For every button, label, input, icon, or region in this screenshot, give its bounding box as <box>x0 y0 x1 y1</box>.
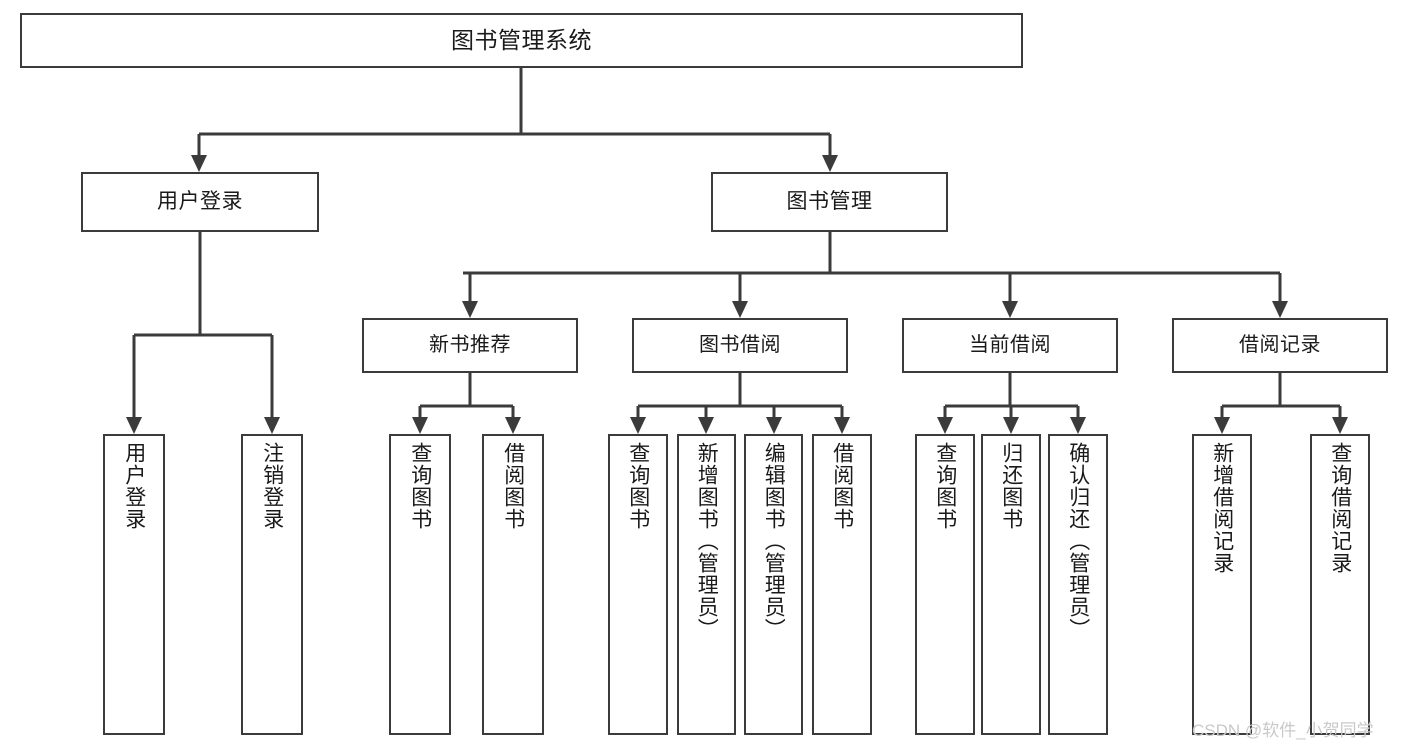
node-bookmgmt: 图书管理 <box>711 172 948 232</box>
node-label: 查询图书 <box>933 442 957 530</box>
arrow-to-bookmgmt <box>822 155 838 172</box>
node-leaf-return-book: 归还图书 <box>981 434 1041 735</box>
node-label: 图书管理 <box>786 189 873 213</box>
node-label: 查询借阅记录 <box>1328 442 1352 574</box>
arrow-to-query-book-new <box>412 417 428 434</box>
node-label: 借阅记录 <box>1239 333 1321 356</box>
node-login: 用户登录 <box>81 172 319 232</box>
csdn-watermark: CSDN @软件_小贺同学 <box>1192 721 1374 740</box>
node-leaf-user-login: 用户登录 <box>103 434 165 735</box>
arrow-to-current <box>1002 301 1018 318</box>
node-leaf-add-book: 新增图书（管理员） <box>677 434 736 735</box>
node-label: 借阅图书 <box>501 442 525 530</box>
arrow-to-query-book-cur <box>937 417 953 434</box>
node-label: 图书借阅 <box>699 333 781 356</box>
node-leaf-edit-book: 编辑图书（管理员） <box>744 434 803 735</box>
arrow-to-newbook <box>462 301 478 318</box>
node-label: 当前借阅 <box>969 333 1051 356</box>
node-label: 借阅图书 <box>830 442 854 530</box>
node-label: 新增借阅记录 <box>1210 442 1234 574</box>
node-label: 查询图书 <box>408 442 432 530</box>
node-label: 新增图书（管理员） <box>695 442 719 640</box>
arrow-to-edit-book <box>766 417 782 434</box>
node-label: 查询图书 <box>626 442 650 530</box>
node-label: 归还图书 <box>999 442 1023 530</box>
node-label: 注销登录 <box>260 442 284 530</box>
node-leaf-query-book-new: 查询图书 <box>389 434 451 735</box>
arrow-to-query-record <box>1332 417 1348 434</box>
node-leaf-confirm-return: 确认归还（管理员） <box>1048 434 1108 735</box>
node-leaf-logout: 注销登录 <box>241 434 303 735</box>
node-leaf-borrow-book-new: 借阅图书 <box>482 434 544 735</box>
arrow-to-add-book <box>698 417 714 434</box>
node-leaf-add-record: 新增借阅记录 <box>1192 434 1252 735</box>
arrow-to-query-book <box>630 417 646 434</box>
node-newbook: 新书推荐 <box>362 318 578 373</box>
node-label: 用户登录 <box>122 442 146 530</box>
node-leaf-borrow-book: 借阅图书 <box>812 434 872 735</box>
node-borrow: 图书借阅 <box>632 318 848 373</box>
arrow-to-confirm-return <box>1070 417 1086 434</box>
arrow-to-logout <box>264 417 280 434</box>
node-label: 确认归还（管理员） <box>1066 442 1090 640</box>
node-label: 用户登录 <box>157 189 243 213</box>
arrow-to-borrow <box>732 301 748 318</box>
node-leaf-query-record: 查询借阅记录 <box>1310 434 1370 735</box>
node-leaf-query-book: 查询图书 <box>608 434 668 735</box>
node-leaf-query-book-cur: 查询图书 <box>915 434 975 735</box>
node-current: 当前借阅 <box>902 318 1118 373</box>
arrow-to-records <box>1272 301 1288 318</box>
arrow-to-borrow-book <box>834 417 850 434</box>
node-label: 编辑图书（管理员） <box>762 442 786 640</box>
arrow-to-return-book <box>1003 417 1019 434</box>
arrow-to-borrow-book-new <box>505 417 521 434</box>
arrow-to-login <box>191 155 207 172</box>
node-root: 图书管理系统 <box>20 13 1023 68</box>
arrow-to-add-record <box>1214 417 1230 434</box>
node-label: 图书管理系统 <box>451 26 592 53</box>
node-records: 借阅记录 <box>1172 318 1388 373</box>
node-label: 新书推荐 <box>429 333 511 356</box>
arrow-to-user-login <box>126 417 142 434</box>
